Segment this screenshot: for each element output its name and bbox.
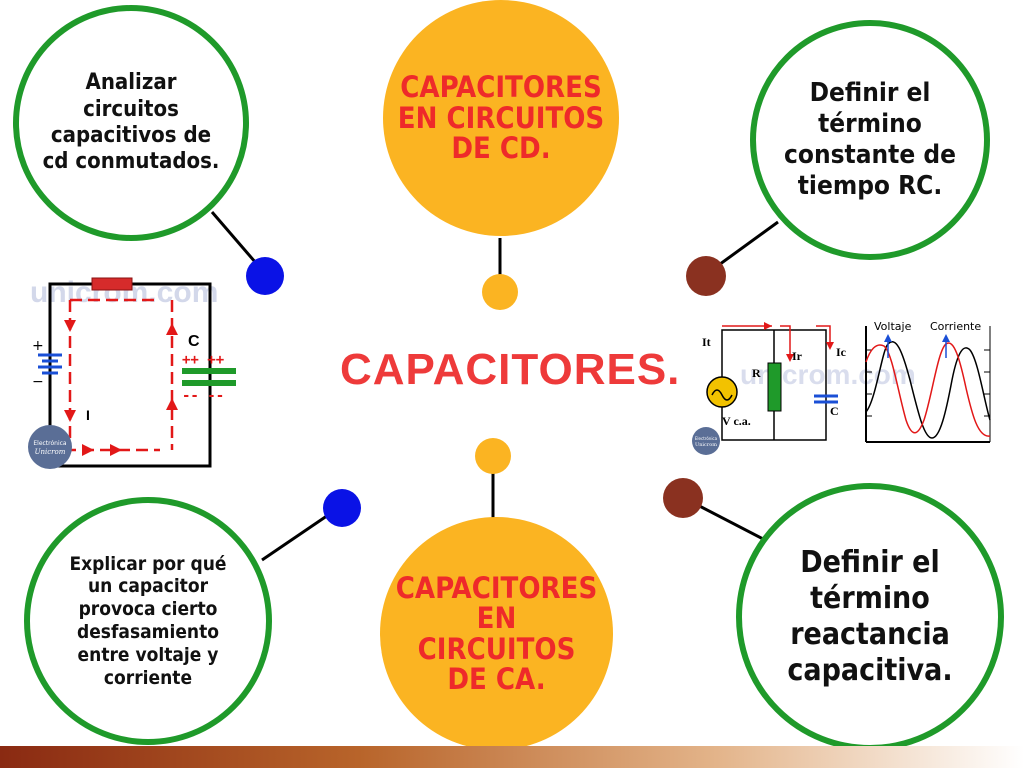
objective-bubble-bottom-right: Definir el término reactancia capacitiva… — [736, 483, 1004, 751]
topic-text: CAPACITORES EN CIRCUITOS DE CA. — [395, 570, 598, 696]
blue-connector-dot — [323, 489, 361, 527]
resistor-symbol — [767, 362, 782, 412]
battery-symbol: + − — [32, 338, 62, 390]
topic-text: CAPACITORES EN CIRCUITOS DE CD. — [397, 70, 605, 166]
dc-circuit-diagram: unicrom.com + − ++ ++ -- -- C I — [28, 276, 236, 469]
total-current-label: It — [702, 335, 711, 349]
objective-bubble-top-left: Analizar circuitos capacitivos de cd con… — [13, 5, 249, 241]
resistor-current-label: Ir — [792, 349, 803, 363]
svg-text:−: − — [32, 374, 44, 390]
blue-connector-dot — [246, 257, 284, 295]
current-label: I — [86, 407, 90, 423]
connector-line — [210, 211, 264, 271]
capacitor-label: C — [188, 333, 200, 350]
ac-circuit-diagram: unicrom.com It Ir Ic R C V c.a. Electrón… — [692, 322, 916, 455]
voltage-label: Voltaje — [874, 320, 912, 333]
capacitor-symbol — [814, 394, 838, 404]
unicrom-logo: Electrónica Unicrom — [692, 427, 720, 455]
source-label: V c.a. — [722, 414, 751, 428]
orange-connector-dot — [482, 274, 518, 310]
objective-text: Explicar por qué un capacitor provoca ci… — [69, 552, 227, 689]
svg-text:++ ++: ++ ++ — [182, 352, 224, 368]
svg-text:Electrónica: Electrónica — [695, 436, 718, 441]
orange-connector-dot — [475, 438, 511, 474]
objective-bubble-bottom-left: Explicar por qué un capacitor provoca ci… — [24, 497, 272, 745]
unicrom-logo: Electrónica Unicrom — [28, 425, 72, 469]
topic-bubble-dc: CAPACITORES EN CIRCUITOS DE CD. — [383, 0, 619, 236]
svg-text:Electrónica: Electrónica — [33, 440, 67, 447]
svg-text:+: + — [32, 338, 44, 354]
footer-gradient-bar — [0, 746, 1024, 768]
resistor-label: R — [752, 366, 761, 380]
brown-connector-dot — [663, 478, 703, 518]
capacitor-symbol: ++ ++ -- -- C — [182, 333, 236, 404]
ac-source-symbol — [706, 376, 738, 408]
capacitor-label: C — [830, 404, 839, 418]
svg-text:Unicrom: Unicrom — [695, 442, 717, 448]
objective-bubble-top-right: Definir el término constante de tiempo R… — [750, 20, 990, 260]
objective-text: Definir el término reactancia capacitiva… — [787, 545, 953, 688]
topic-bubble-ac: CAPACITORES EN CIRCUITOS DE CA. — [380, 517, 613, 750]
resistor-symbol — [91, 277, 133, 291]
ac-watermark: unicrom.com — [740, 359, 916, 390]
objective-text: Definir el término constante de tiempo R… — [784, 77, 956, 202]
svg-text:Unicrom: Unicrom — [35, 448, 66, 456]
current-curve — [865, 342, 991, 437]
capacitor-current-label: Ic — [836, 345, 847, 359]
svg-text:-- --: -- -- — [182, 388, 224, 404]
brown-connector-dot — [686, 256, 726, 296]
current-wave-label: Corriente — [930, 320, 981, 333]
waveform-plot: Voltaje Corriente — [865, 320, 991, 443]
center-title: CAPACITORES. — [340, 345, 681, 394]
objective-text: Analizar circuitos capacitivos de cd con… — [42, 70, 220, 175]
